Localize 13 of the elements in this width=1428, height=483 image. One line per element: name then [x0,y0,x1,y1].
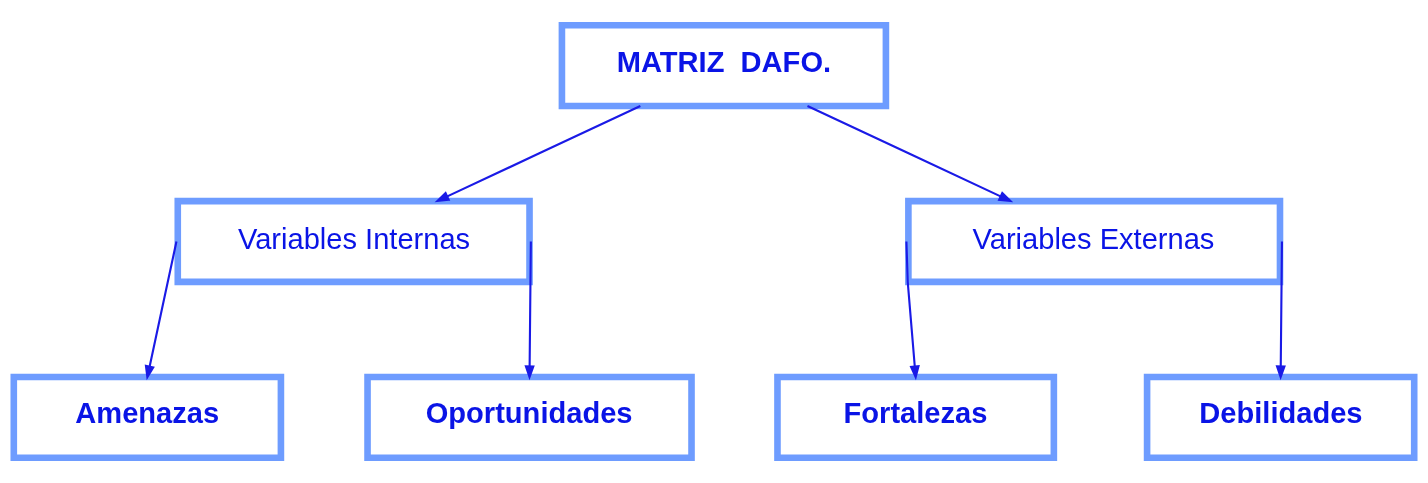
node-box: Debilidades [1143,373,1418,461]
node-box: Fortalezas [774,373,1058,461]
node-box: Oportunidades [364,373,695,461]
arrow [1275,241,1286,381]
node-box: Variables Externas [905,197,1284,286]
arrow [905,241,920,381]
arrow [524,241,535,381]
node-box: Amenazas [10,373,285,461]
arrow [807,105,1014,203]
arrow [144,241,178,381]
node-box: Variables Internas [174,197,533,286]
arrow [434,105,641,203]
node-box: MATRIZ DAFO. [558,22,890,110]
